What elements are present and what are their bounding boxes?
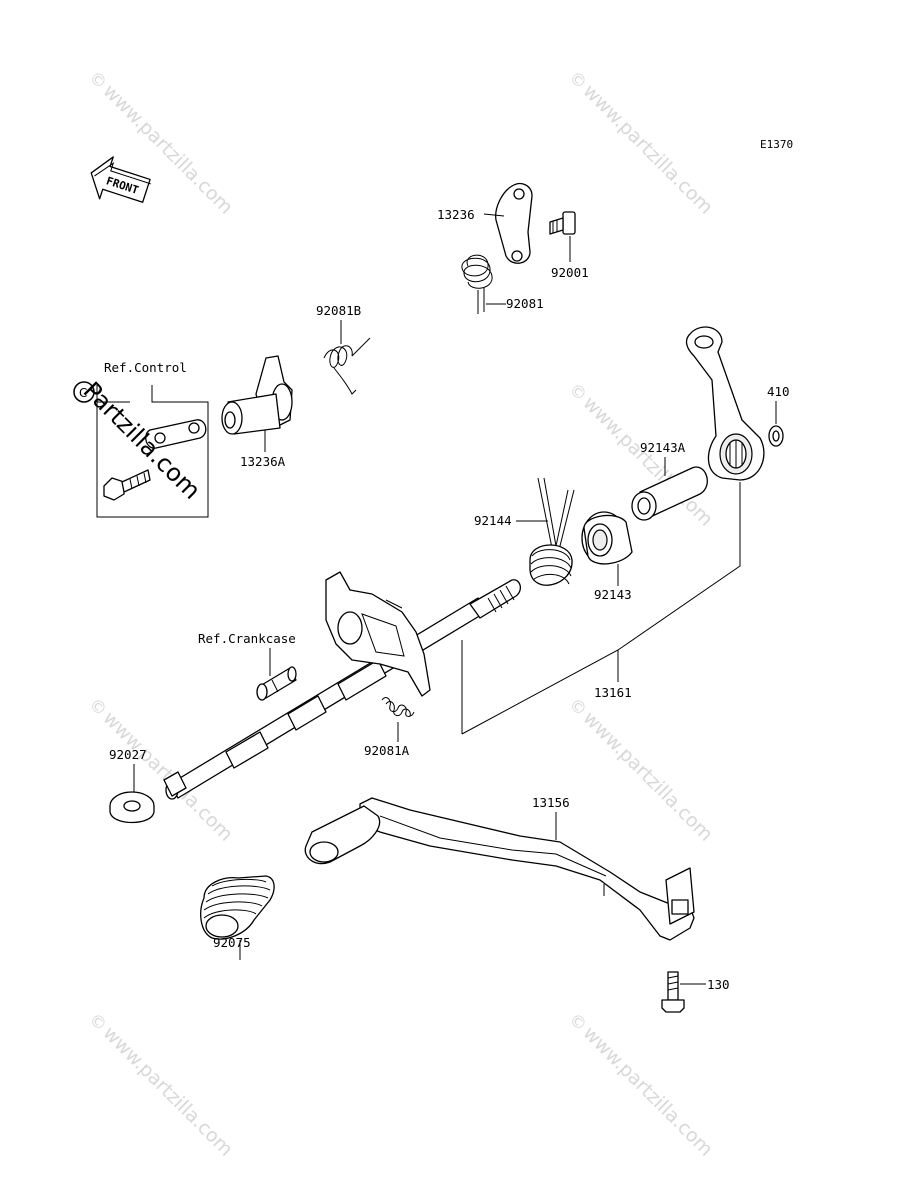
collar-92143A: 92143A (631, 440, 708, 521)
part-label-92143: 92143 (594, 587, 632, 602)
part-label-13236A: 13236A (240, 454, 286, 469)
part-label-92081B: 92081B (316, 303, 361, 318)
pedal-rubber-92075: 92075 (200, 875, 275, 960)
watermark-text: www.partzilla.com (99, 1022, 238, 1161)
bolt-130: 130 (661, 971, 730, 1013)
ref-crankcase-label: Ref.Crankcase (198, 631, 296, 646)
copyright-icon: C (73, 381, 95, 403)
front-arrow-icon: FRONT (90, 156, 151, 203)
part-label-92027: 92027 (109, 747, 147, 762)
watermark-text: www.partzilla.com (579, 707, 718, 846)
torsion-spring-92144: 92144 (474, 477, 575, 586)
part-label-410: 410 (767, 384, 790, 399)
washer-410: 410 (767, 384, 790, 447)
shift-arm-13236A: 13236A (221, 355, 293, 469)
part-label-13161: 13161 (594, 685, 632, 700)
part-label-130: 130 (707, 977, 730, 992)
ref-control-label: Ref.Control (104, 360, 187, 375)
part-label-13156: 13156 (532, 795, 570, 810)
watermark-text: www.partzilla.com (99, 80, 238, 219)
diagram-code: E1370 (760, 138, 793, 151)
part-label-92075: 92075 (213, 935, 251, 950)
spring-92081B: 92081B (316, 303, 371, 395)
bushing-92143: 92143 (581, 511, 633, 602)
spring-92081A: 92081A (364, 697, 415, 758)
washer-92027: 92027 (109, 747, 155, 824)
bolt-92001: 92001 (549, 211, 589, 280)
part-label-92081A: 92081A (364, 743, 410, 758)
watermark-text: www.partzilla.com (579, 80, 718, 219)
ref-control-box: Ref.Control (96, 360, 209, 518)
shift-lever-plate-13236: 13236 (437, 182, 533, 264)
outer-lever-arm (685, 326, 765, 481)
watermark-text: www.partzilla.com (99, 707, 238, 846)
part-label-92143A: 92143A (640, 440, 686, 455)
shift-pedal-13156: 13156 (304, 795, 695, 941)
part-label-92144: 92144 (474, 513, 512, 528)
part-label-92081: 92081 (506, 296, 544, 311)
svg-text:C: C (79, 386, 87, 400)
part-label-92001: 92001 (551, 265, 589, 280)
watermark-text: www.partzilla.com (579, 1022, 718, 1161)
part-label-13236: 13236 (437, 207, 475, 222)
shift-shaft-13161: 13161 (163, 482, 741, 800)
spring-92081: 92081 (461, 254, 544, 314)
crankcase-pin: Ref.Crankcase (198, 631, 297, 701)
